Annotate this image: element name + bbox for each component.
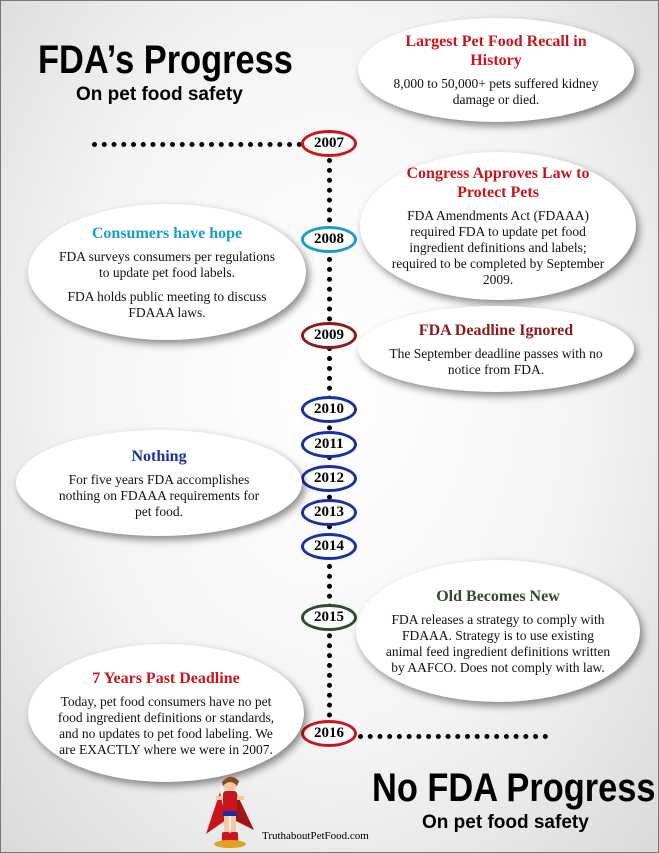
- event-recall-title: Largest Pet Food Recall in History: [405, 33, 587, 69]
- event-deadline-ignored: FDA Deadline Ignored The September deadl…: [358, 306, 634, 392]
- event-past-title: 7 Years Past Deadline: [92, 669, 240, 687]
- page-subtitle: On pet food safety: [76, 84, 243, 105]
- event-hope-title: Consumers have hope: [91, 224, 243, 242]
- year-2015: 2015: [301, 604, 357, 631]
- event-past-text: Today, pet food consumers have no pet fo…: [57, 693, 275, 757]
- timeline-end-line: [358, 734, 548, 739]
- year-2008: 2008: [301, 226, 357, 253]
- event-congress-title: Congress Approves Law to Protect Pets: [406, 165, 590, 201]
- event-deadline-title: FDA Deadline Ignored: [418, 321, 574, 339]
- year-2007: 2007: [301, 130, 357, 157]
- timeline-start-line: [92, 142, 302, 147]
- event-old-becomes-new: Old Becomes New FDA releases a strategy …: [356, 560, 640, 702]
- year-2012: 2012: [301, 465, 357, 492]
- event-congress-text: FDA Amendments Act (FDAAA) required FDA …: [391, 208, 605, 287]
- event-oldnew-text: FDA releases a strategy to comply with F…: [385, 611, 611, 675]
- year-2014: 2014: [301, 533, 357, 560]
- year-2011: 2011: [301, 431, 357, 458]
- event-recall-text: 8,000 to 50,000+ pets suffered kidney da…: [393, 76, 599, 107]
- superhero-mascot-icon: [206, 776, 254, 848]
- bottom-headline: No FDA Progress: [372, 766, 656, 810]
- year-2013: 2013: [301, 499, 357, 526]
- bottom-subhead: On pet food safety: [422, 812, 589, 833]
- event-congress: Congress Approves Law to Protect Pets FD…: [360, 152, 636, 300]
- year-2016: 2016: [301, 720, 357, 747]
- event-consumers-hope: Consumers have hope FDA surveys consumer…: [28, 204, 306, 340]
- event-deadline-text: The September deadline passes with no no…: [389, 345, 603, 377]
- event-recall: Largest Pet Food Recall in History 8,000…: [358, 18, 634, 122]
- logo-text: TruthaboutPetFood.com: [262, 830, 369, 842]
- year-2009: 2009: [301, 322, 357, 349]
- event-hope-text-2: FDA holds public meeting to discuss FDAA…: [67, 288, 267, 320]
- event-nothing-text: For five years FDA accomplishes nothing …: [58, 471, 260, 519]
- year-2010: 2010: [301, 396, 357, 423]
- event-past-deadline: 7 Years Past Deadline Today, pet food co…: [28, 644, 304, 782]
- page-title: FDA’s Progress: [38, 38, 293, 82]
- event-hope-text-1: FDA surveys consumers per regulations to…: [59, 248, 275, 280]
- event-oldnew-title: Old Becomes New: [436, 587, 560, 605]
- event-nothing-title: Nothing: [131, 447, 187, 465]
- event-nothing: Nothing For five years FDA accomplishes …: [16, 430, 302, 536]
